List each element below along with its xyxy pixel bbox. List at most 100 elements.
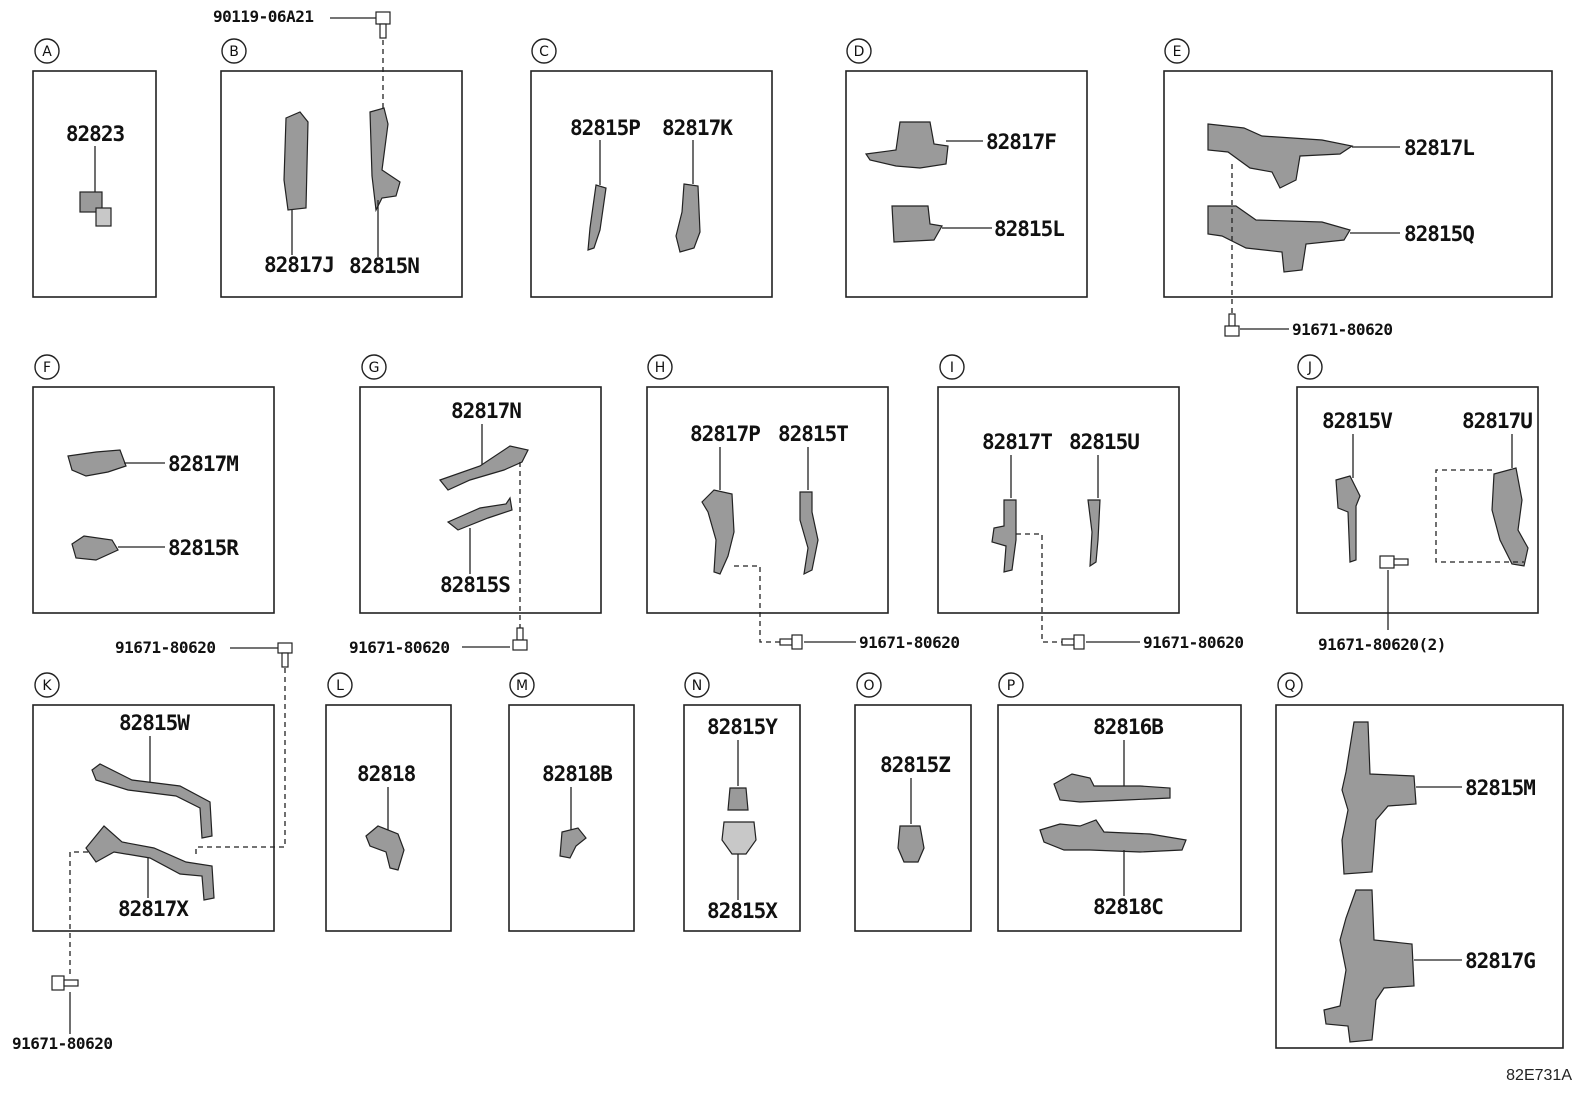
part-label-82818b[interactable]: 82818B [542,762,613,786]
part-82815z-illustration[interactable] [897,825,925,863]
bolt-j-icon[interactable] [1379,555,1409,569]
part-82823-illustration[interactable] [79,191,112,227]
bolt-k-top-icon[interactable] [277,642,293,668]
part-label-82817g[interactable]: 82817G [1465,949,1536,973]
section-f-letter: F [43,360,51,376]
part-82815m-illustration[interactable] [1341,721,1417,875]
part-label-82817u[interactable]: 82817U [1462,409,1533,433]
part-label-82815l[interactable]: 82815L [994,217,1065,241]
bolt-label-i[interactable]: 91671-80620 [1143,633,1244,652]
diagram-code: 82E731A [1506,1067,1572,1084]
bolt-label-e[interactable]: 91671-80620 [1292,320,1393,339]
section-p-letter: P [1007,678,1015,694]
section-h: H 82817P 82815T 91671-80620 [646,354,960,652]
part-82818-illustration[interactable] [365,825,405,871]
bolt-90119-06a21-icon[interactable] [375,11,391,39]
part-label-82817x[interactable]: 82817X [118,897,190,921]
part-82815s-illustration[interactable] [446,496,513,531]
part-label-82818c[interactable]: 82818C [1093,895,1164,919]
part-82817l-illustration[interactable] [1207,123,1354,189]
part-82815u-illustration[interactable] [1087,499,1101,568]
part-label-82815v[interactable]: 82815V [1322,409,1394,433]
bolt-e-icon[interactable] [1224,313,1240,337]
bolt-i-icon[interactable] [1061,634,1085,650]
part-82817f-illustration[interactable] [864,121,949,169]
bolt-h-icon[interactable] [779,634,803,650]
part-82817j-illustration[interactable] [283,111,309,211]
part-label-82817n[interactable]: 82817N [451,399,522,423]
bolt-label-k-top[interactable]: 91671-80620 [115,638,216,657]
section-l-letter: L [336,678,344,694]
part-82816b-illustration[interactable] [1053,773,1171,803]
part-label-82815w[interactable]: 82815W [119,711,191,735]
part-82817u-illustration[interactable] [1491,467,1529,567]
part-82817t-illustration[interactable] [991,499,1017,573]
bolt-label-g[interactable]: 91671-80620 [349,638,450,657]
section-n: N 82815Y 82815X [683,672,801,932]
part-82815w-illustration[interactable] [91,763,213,839]
part-label-82815y[interactable]: 82815Y [707,715,779,739]
part-label-82817m[interactable]: 82817M [168,452,239,476]
section-c-letter: C [539,44,549,60]
part-label-82815q[interactable]: 82815Q [1404,222,1475,246]
part-label-82815n[interactable]: 82815N [349,254,420,278]
part-82815l-illustration[interactable] [891,205,943,243]
part-82818c-illustration[interactable] [1039,819,1187,853]
section-h-letter: H [655,360,666,376]
part-82815y-illustration[interactable] [727,787,749,811]
part-82815t-illustration[interactable] [799,491,819,576]
part-label-82817j[interactable]: 82817J [264,253,335,277]
part-label-82815u[interactable]: 82815U [1069,430,1140,454]
section-f: F 82817M 82815R [32,354,275,614]
section-p: P 82816B 82818C [997,672,1242,932]
section-b: B 90119-06A21 82817J 82815N [213,7,463,298]
section-q-letter: Q [1284,678,1295,694]
part-label-82817p[interactable]: 82817P [690,422,761,446]
part-label-82817l[interactable]: 82817L [1404,136,1475,160]
part-label-82815z[interactable]: 82815Z [880,753,951,777]
part-82815p-illustration[interactable] [587,184,607,251]
part-82815n-illustration[interactable] [369,107,401,213]
section-m: M 82818B [508,672,635,932]
part-82817x-illustration[interactable] [85,825,215,901]
part-label-82815r[interactable]: 82815R [168,536,240,560]
part-82817n-illustration[interactable] [439,445,529,491]
part-82817k-illustration[interactable] [675,183,701,253]
part-label-82818[interactable]: 82818 [357,762,417,786]
section-m-letter: M [516,678,528,694]
part-label-82823[interactable]: 82823 [66,122,126,146]
part-82815v-illustration[interactable] [1335,475,1361,563]
bolt-label-h[interactable]: 91671-80620 [859,633,960,652]
part-label-82815m[interactable]: 82815M [1465,776,1536,800]
section-k: K 91671-80620 82815W 82817X 91671-80620 [12,638,293,1053]
bolt-label-90119-06a21[interactable]: 90119-06A21 [213,7,314,26]
part-label-82817t[interactable]: 82817T [982,430,1053,454]
part-82818b-illustration[interactable] [559,827,587,859]
part-82815q-illustration[interactable] [1207,205,1351,273]
part-label-82817k[interactable]: 82817K [662,116,734,140]
section-b-letter: B [229,44,239,60]
bolt-g-icon[interactable] [512,627,528,651]
section-q: Q 82815M 82817G [1275,672,1564,1049]
section-i-letter: I [950,360,954,376]
section-j-letter: J [1307,360,1312,376]
bolt-label-j[interactable]: 91671-80620(2) [1318,635,1446,654]
section-e: E 82817L 82815Q 91671-80620 [1163,38,1553,339]
part-label-82817f[interactable]: 82817F [986,130,1057,154]
part-82817p-illustration[interactable] [701,489,735,575]
part-label-82816b[interactable]: 82816B [1093,715,1164,739]
section-a: A 82823 [32,38,157,298]
section-d: D 82817F 82815L [845,38,1088,298]
bolt-k-bottom-icon[interactable] [51,975,79,991]
part-82817g-illustration[interactable] [1323,889,1415,1043]
part-label-82815s[interactable]: 82815S [440,573,511,597]
part-label-82815p[interactable]: 82815P [570,116,641,140]
part-82817m-illustration[interactable] [67,449,127,477]
part-label-82815x[interactable]: 82815X [707,899,779,923]
part-label-82815t[interactable]: 82815T [778,422,849,446]
bolt-label-k-bottom[interactable]: 91671-80620 [12,1034,113,1053]
part-82815r-illustration[interactable] [71,535,119,561]
section-j: J 82815V 82817U 91671-80620(2) [1296,354,1539,654]
part-82815x-illustration[interactable] [721,821,757,855]
